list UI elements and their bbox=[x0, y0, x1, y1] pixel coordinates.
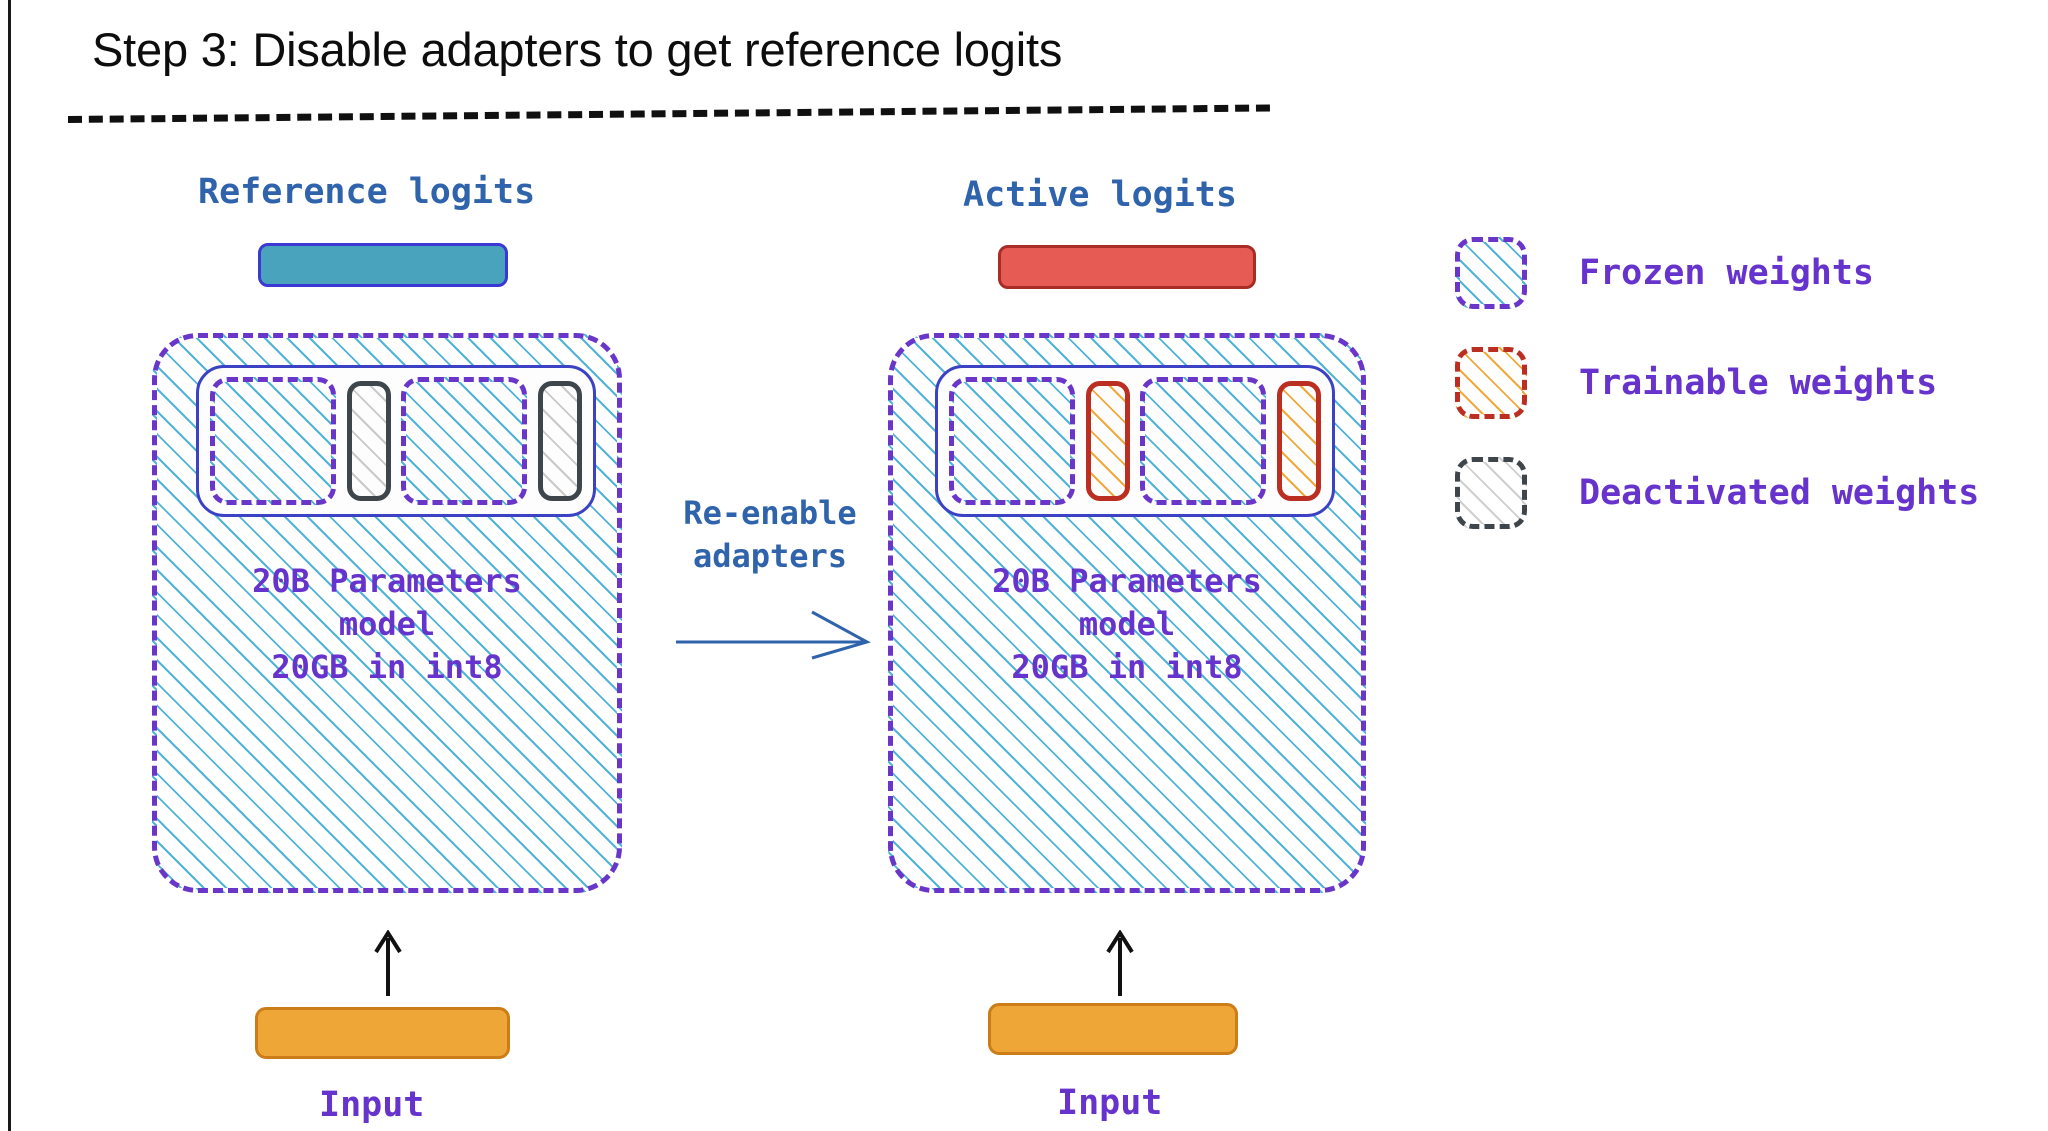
reference-logits-label: Reference logits bbox=[198, 172, 536, 212]
page-title: Step 3: Disable adapters to get referenc… bbox=[92, 23, 1063, 76]
active-logits-label: Active logits bbox=[963, 175, 1237, 215]
left-input-arrow-icon bbox=[374, 930, 402, 996]
left-input-label: Input bbox=[319, 1085, 425, 1125]
title-divider bbox=[67, 104, 1270, 123]
trainable-weights-swatch-icon bbox=[1455, 347, 1527, 419]
transition-label: Re-enable adapters bbox=[683, 494, 857, 576]
right-input-arrow-icon bbox=[1106, 930, 1134, 996]
legend: Frozen weights Trainable weights Deactiv… bbox=[1455, 218, 1979, 548]
trainable-adapter-block bbox=[1085, 381, 1130, 501]
frozen-weight-block bbox=[1140, 377, 1267, 505]
left-model-box: 20B Parameters model 20GB in int8 bbox=[152, 333, 622, 893]
deactivated-adapter-block bbox=[538, 381, 583, 501]
reference-logits-bar bbox=[258, 243, 508, 287]
right-model-box: 20B Parameters model 20GB in int8 bbox=[888, 333, 1366, 893]
deactivated-weights-swatch-icon bbox=[1455, 457, 1527, 529]
frozen-weight-block bbox=[401, 377, 528, 505]
left-model-layer bbox=[196, 365, 596, 517]
right-input-label: Input bbox=[1057, 1083, 1163, 1123]
legend-item-trainable: Trainable weights bbox=[1455, 328, 1979, 438]
slide-left-edge-rule bbox=[8, 0, 11, 1131]
legend-label: Trainable weights bbox=[1579, 363, 1938, 403]
legend-item-deactivated: Deactivated weights bbox=[1455, 438, 1979, 548]
legend-label: Frozen weights bbox=[1579, 253, 1875, 293]
frozen-weight-block bbox=[209, 377, 336, 505]
frozen-weights-swatch-icon bbox=[1455, 237, 1527, 309]
right-model-layer bbox=[935, 365, 1335, 517]
right-model-description: 20B Parameters model 20GB in int8 bbox=[992, 562, 1262, 686]
active-logits-bar bbox=[998, 245, 1256, 289]
left-model-description: 20B Parameters model 20GB in int8 bbox=[252, 562, 522, 686]
legend-item-frozen: Frozen weights bbox=[1455, 218, 1979, 328]
frozen-weight-block bbox=[948, 377, 1075, 505]
legend-label: Deactivated weights bbox=[1579, 473, 1980, 513]
trainable-adapter-block bbox=[1277, 381, 1322, 501]
transition-arrow-icon bbox=[676, 610, 871, 660]
deactivated-adapter-block bbox=[346, 381, 391, 501]
right-input-bar bbox=[988, 1003, 1238, 1055]
left-input-bar bbox=[255, 1007, 510, 1059]
